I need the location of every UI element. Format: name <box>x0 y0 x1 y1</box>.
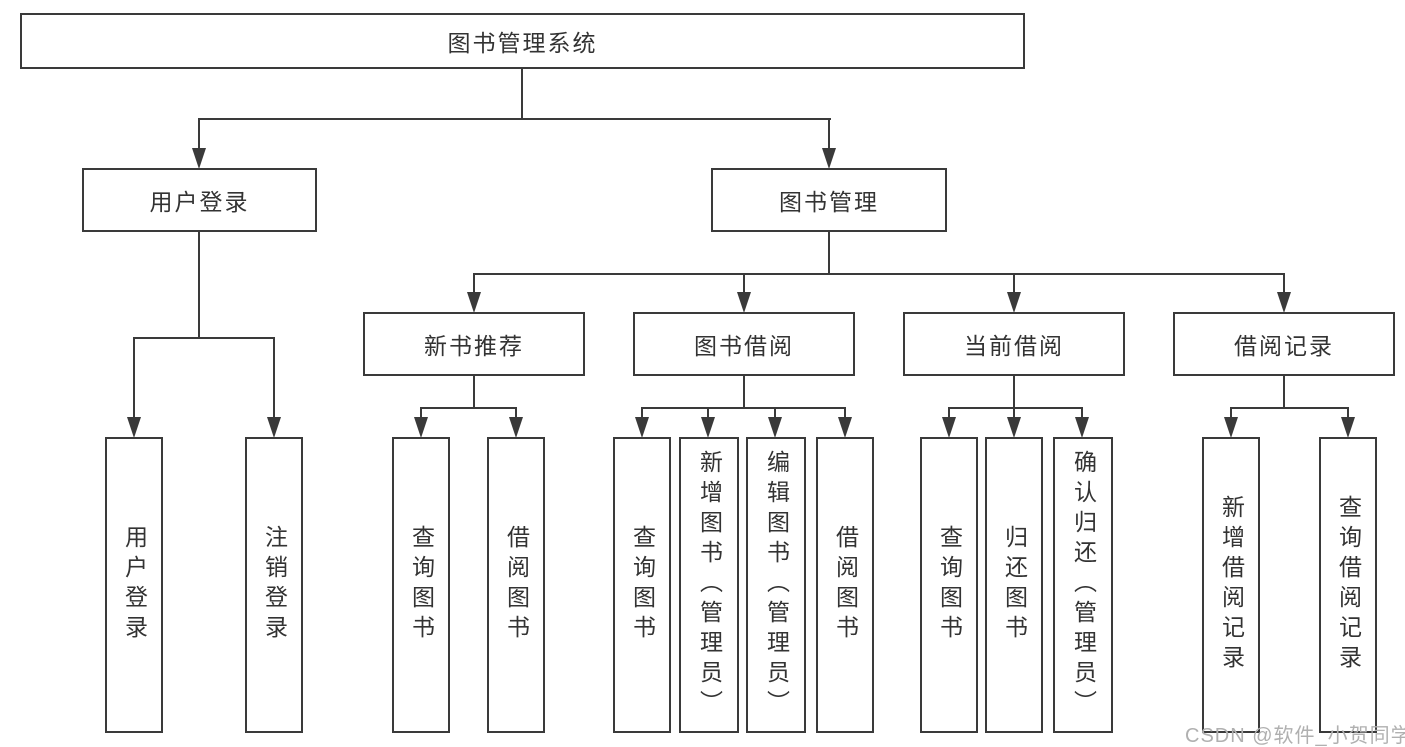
leaf-logout: 注销登录 <box>245 437 303 733</box>
leaf-add-borrow-record: 新增借阅记录 <box>1202 437 1260 733</box>
edge-line <box>521 69 523 118</box>
edge-line <box>515 407 517 418</box>
edge-line <box>707 407 709 418</box>
arrow-down-icon <box>1224 417 1238 438</box>
arrow-down-icon <box>127 417 141 438</box>
leaf-label: 查询图书 <box>629 525 656 645</box>
edge-line <box>774 407 776 418</box>
arrow-down-icon <box>414 417 428 438</box>
leaf-label: 注销登录 <box>261 525 288 645</box>
arrow-down-icon <box>267 417 281 438</box>
edge-line <box>948 407 950 418</box>
leaf-add-books-admin: 新增图书（管理员） <box>679 437 739 733</box>
edge-line <box>473 273 475 293</box>
edge-line <box>133 337 135 418</box>
arrow-down-icon <box>1277 292 1291 313</box>
node-book-borrowing: 图书借阅 <box>633 312 855 376</box>
edge-line <box>273 337 275 418</box>
leaf-query-books-borrowing: 查询图书 <box>613 437 671 733</box>
edge-line <box>198 118 200 149</box>
edge-line <box>641 407 846 409</box>
arrow-down-icon <box>1007 417 1021 438</box>
edge-line <box>133 337 275 339</box>
leaf-label: 用户登录 <box>121 525 148 645</box>
edge-line <box>1013 376 1015 407</box>
edge-line <box>828 232 830 273</box>
arrow-down-icon <box>635 417 649 438</box>
leaf-user-login: 用户登录 <box>105 437 163 733</box>
edge-line <box>1013 273 1015 293</box>
edge-line <box>420 407 517 409</box>
node-user-login: 用户登录 <box>82 168 317 232</box>
leaf-edit-books-admin: 编辑图书（管理员） <box>746 437 806 733</box>
leaf-return-books: 归还图书 <box>985 437 1043 733</box>
edge-line <box>641 407 643 418</box>
arrow-down-icon <box>942 417 956 438</box>
edge-line <box>1283 376 1285 407</box>
edge-line <box>420 407 422 418</box>
leaf-label: 借阅图书 <box>503 525 530 645</box>
edge-line <box>1347 407 1349 418</box>
watermark: CSDN @软件_小贺同学 <box>1185 725 1405 747</box>
edge-line <box>743 376 745 407</box>
arrow-down-icon <box>701 417 715 438</box>
edge-line <box>473 376 475 407</box>
leaf-label: 新增借阅记录 <box>1218 495 1245 675</box>
edge-line <box>828 118 830 149</box>
arrow-down-icon <box>737 292 751 313</box>
leaf-label: 归还图书 <box>1001 525 1028 645</box>
leaf-query-books-recommend: 查询图书 <box>392 437 450 733</box>
leaf-label: 查询图书 <box>408 525 435 645</box>
arrow-down-icon <box>768 417 782 438</box>
edge-line <box>844 407 846 418</box>
node-current-borrowing: 当前借阅 <box>903 312 1125 376</box>
edge-line <box>198 232 200 337</box>
edge-line <box>1013 407 1015 418</box>
edge-line <box>948 407 1083 409</box>
node-library-management-system: 图书管理系统 <box>20 13 1025 69</box>
arrow-down-icon <box>1007 292 1021 313</box>
edge-line <box>1283 273 1285 293</box>
arrow-down-icon <box>467 292 481 313</box>
edge-line <box>1230 407 1349 409</box>
edge-line <box>198 118 831 120</box>
edge-line <box>1230 407 1232 418</box>
arrow-down-icon <box>838 417 852 438</box>
arrow-down-icon <box>1341 417 1355 438</box>
edge-line <box>1081 407 1083 418</box>
leaf-borrow-books-recommend: 借阅图书 <box>487 437 545 733</box>
leaf-label: 借阅图书 <box>832 525 859 645</box>
node-borrowing-records: 借阅记录 <box>1173 312 1395 376</box>
node-new-book-recommendation: 新书推荐 <box>363 312 585 376</box>
leaf-label: 确认归还（管理员） <box>1070 450 1097 720</box>
leaf-label: 编辑图书（管理员） <box>763 450 790 720</box>
arrow-down-icon <box>822 148 836 169</box>
leaf-borrow-books-borrowing: 借阅图书 <box>816 437 874 733</box>
leaf-confirm-return-admin: 确认归还（管理员） <box>1053 437 1113 733</box>
leaf-query-borrow-record: 查询借阅记录 <box>1319 437 1377 733</box>
arrow-down-icon <box>1075 417 1089 438</box>
leaf-label: 查询图书 <box>936 525 963 645</box>
leaf-label: 查询借阅记录 <box>1335 495 1362 675</box>
leaf-query-books-current: 查询图书 <box>920 437 978 733</box>
arrow-down-icon <box>509 417 523 438</box>
arrow-down-icon <box>192 148 206 169</box>
node-book-management: 图书管理 <box>711 168 947 232</box>
leaf-label: 新增图书（管理员） <box>696 450 723 720</box>
edge-line <box>743 273 745 293</box>
edge-line <box>473 273 1284 275</box>
